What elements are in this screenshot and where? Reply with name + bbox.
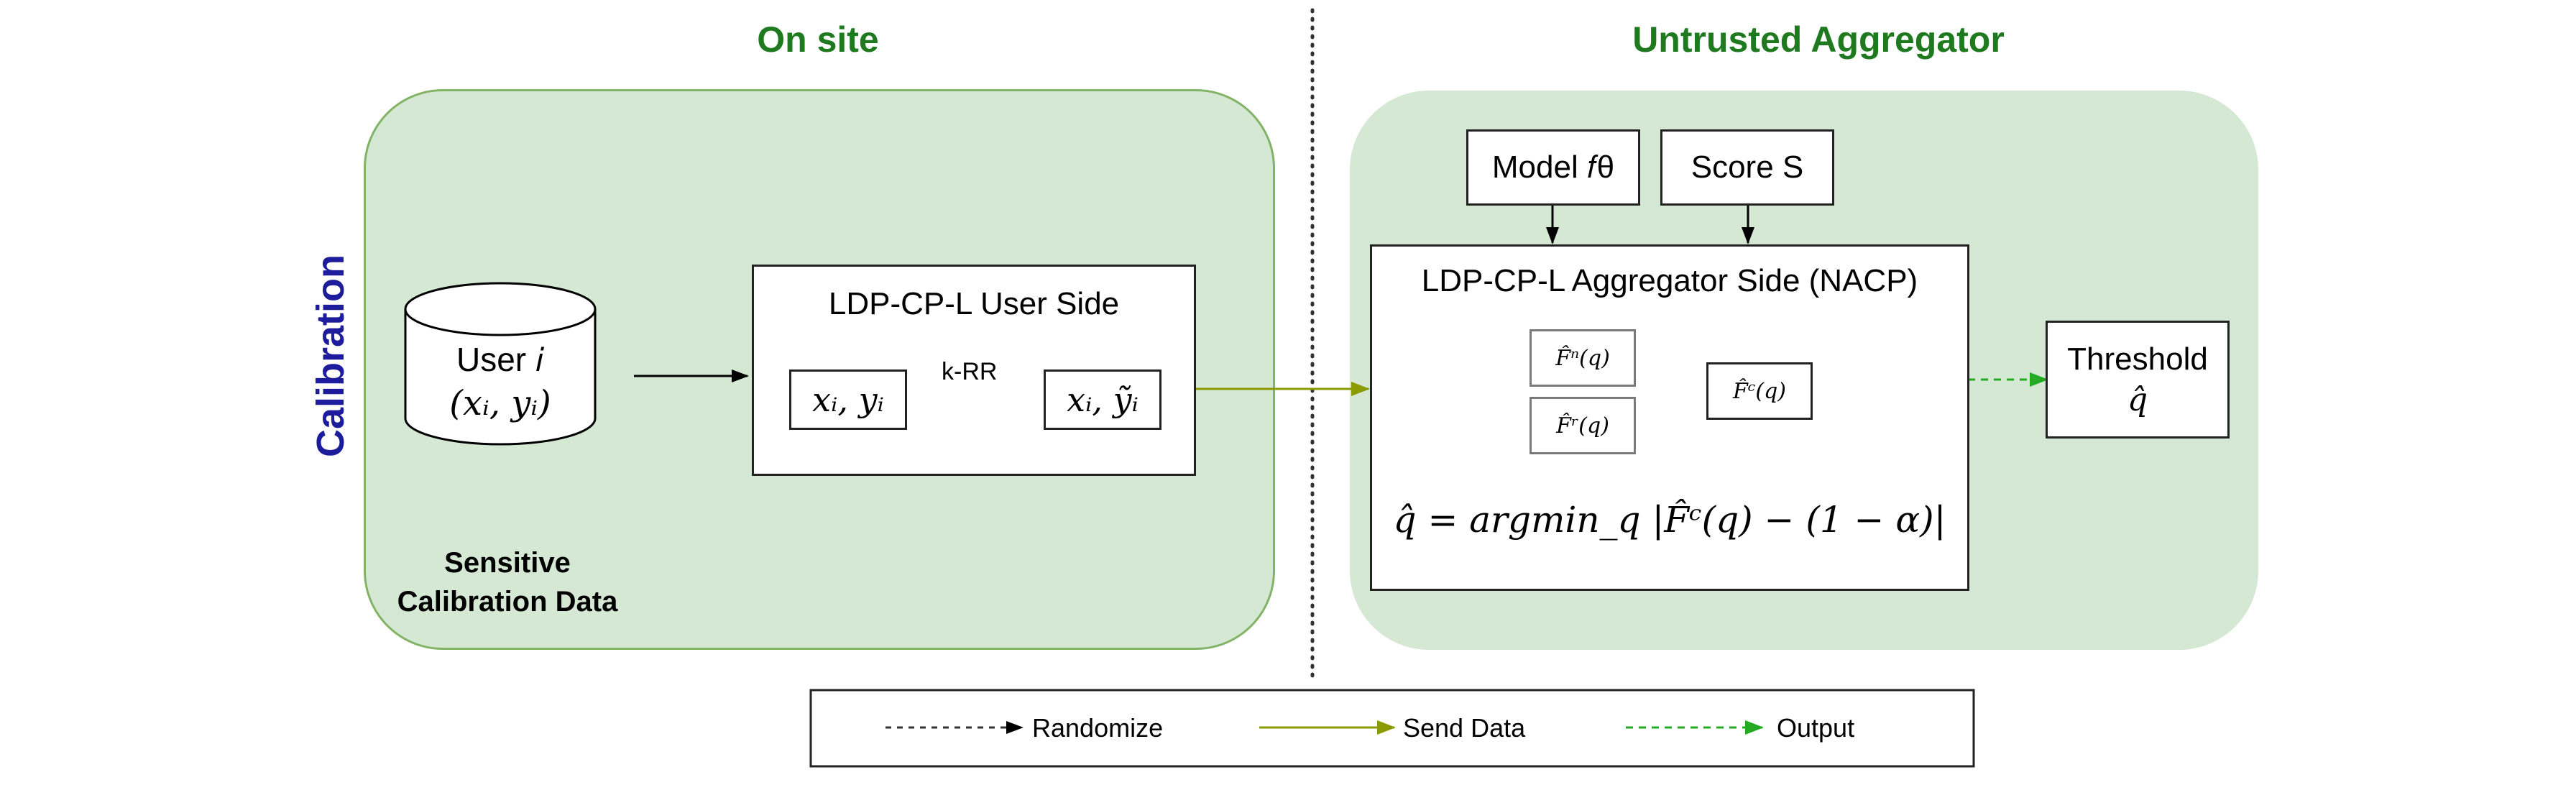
user-db-line1: User 𝑖 [456,341,545,378]
user-side-title: LDP-CP-L User Side [828,286,1120,321]
user-output-box: 𝑥ᵢ, 𝑦̃ᵢ [1044,369,1162,430]
aggregator-box [1370,244,1969,591]
threshold-line2: q̂ [2127,381,2148,418]
model-label: Model 𝑓θ [1491,150,1615,185]
threshold-box: Threshold q̂ [2046,321,2230,439]
untrusted-aggregator-title: Untrusted Aggregator [1632,19,2005,60]
threshold-line1: Threshold [2067,341,2208,377]
sensitive-calibration-label: Sensitive Calibration Data [397,543,618,621]
sensitive-line2: Calibration Data [397,586,618,618]
legend-send-label: Send Data [1403,713,1526,743]
score-box: Score S [1660,129,1834,206]
fn-box: F̂ⁿ(q) [1530,329,1636,387]
fn-label: F̂ⁿ(q) [1555,345,1610,371]
legend-output-label: Output [1777,713,1855,743]
legend-randomize-label: Randomize [1032,713,1164,743]
fc-box: F̂ᶜ(q) [1706,362,1813,420]
aggregator-title: LDP-CP-L Aggregator Side (NACP) [1421,263,1918,298]
fr-label: F̂ʳ(q) [1556,413,1609,439]
user-output-label: 𝑥ᵢ, 𝑦̃ᵢ [1067,380,1138,419]
score-label: Score S [1690,150,1804,185]
user-db-line2: (𝑥ᵢ, 𝑦ᵢ) [449,383,551,423]
model-box: Model 𝑓θ [1466,129,1640,206]
krr-label: k-RR [942,358,998,385]
user-input-box: 𝑥ᵢ, 𝑦ᵢ [789,369,907,430]
fc-label: F̂ᶜ(q) [1732,378,1786,404]
user-input-label: 𝑥ᵢ, 𝑦ᵢ [812,380,884,419]
sensitive-line1: Sensitive [444,547,571,579]
fr-box: F̂ʳ(q) [1530,397,1636,454]
quantile-formula: q̂ = argmin_q |F̂ᶜ(q) − (1 − α)| [1393,499,1946,541]
user-database: User 𝑖 (𝑥ᵢ, 𝑦ᵢ) [405,335,595,428]
on-site-title: On site [757,19,879,60]
